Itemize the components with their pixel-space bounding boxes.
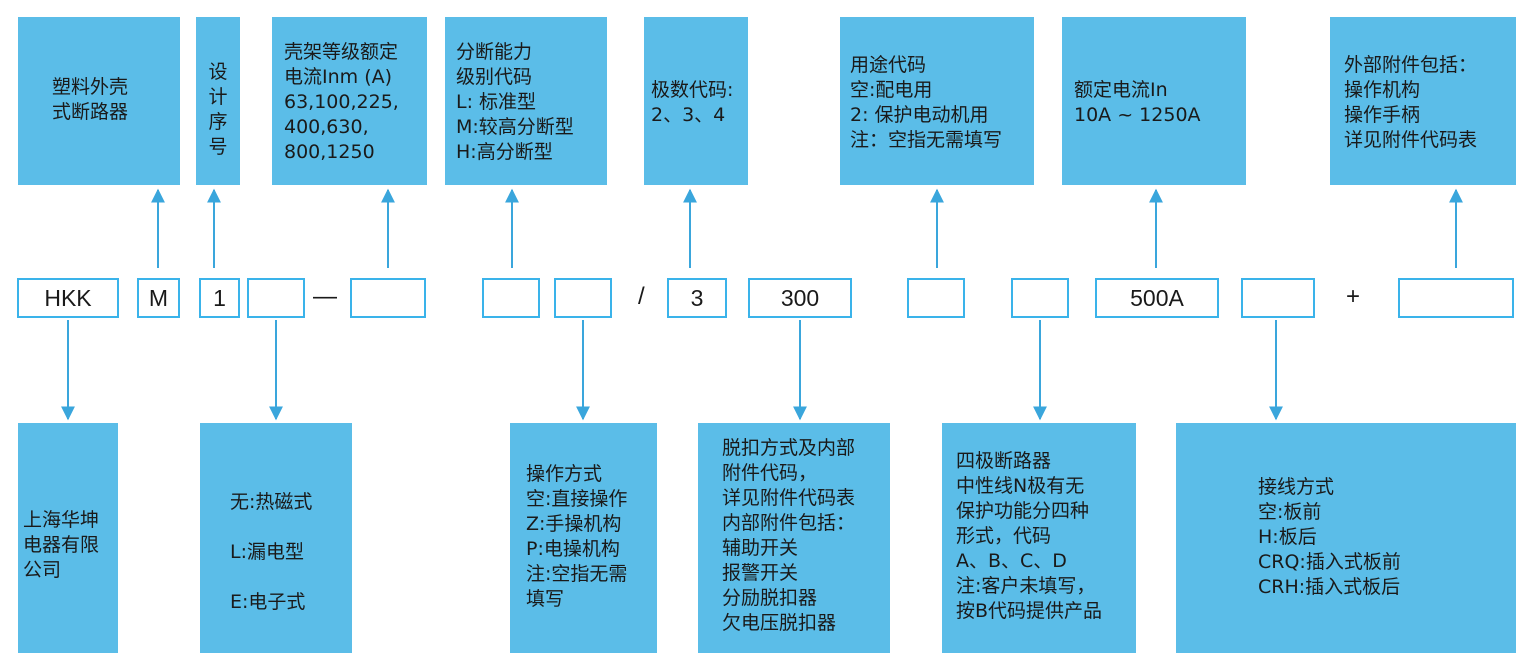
code-blank-3 <box>482 278 540 318</box>
trip-accessories-box <box>698 423 890 653</box>
rated-current-box <box>1062 17 1246 185</box>
code-blank-2 <box>350 278 426 318</box>
shell-type-text: 塑料外壳 式断路器 <box>52 76 129 123</box>
code-blank-8 <box>1398 278 1514 318</box>
usage-box <box>840 17 1034 185</box>
code-slash: / <box>638 283 645 310</box>
external-text: 外部附件包括： 操作机构 操作手柄 详见附件代码表 <box>1344 54 1478 151</box>
code-m: M <box>137 278 180 318</box>
code-blank-7 <box>1241 278 1315 318</box>
four-pole-box <box>942 423 1136 653</box>
leak-box <box>200 423 352 653</box>
frame-rating-text: 壳架等级额定 电流Inm (A) 63,100,225, 400,630, 80… <box>284 41 399 163</box>
design-no-text: 设计序号 <box>208 61 228 158</box>
code-blank-1 <box>247 278 305 318</box>
external-box <box>1330 17 1516 185</box>
poles-text: 极数代码: 2、3、4 <box>651 79 734 126</box>
code-dash: — <box>313 283 337 310</box>
four-pole-text: 四极断路器 中性线N极有无 保护功能分四种 形式，代码 A、B、C、D 注:客户… <box>956 450 1103 622</box>
operation-text: 操作方式 空:直接操作 Z:手操机构 P:电操机构 注:空指无需 填写 <box>526 463 628 610</box>
code-plus: + <box>1346 283 1361 310</box>
wiring-box <box>1176 423 1516 653</box>
code-design-no: 1 <box>199 278 240 318</box>
trip-accessories-text: 脱扣方式及内部 附件代码， 详见附件代码表 内部附件包括： 辅助开关 报警开关 … <box>722 437 856 634</box>
shell-type-box <box>18 17 180 185</box>
operation-box <box>510 423 657 653</box>
design-no-box <box>196 17 240 185</box>
code-trip: 300 <box>748 278 852 318</box>
code-poles: 3 <box>667 278 727 318</box>
wiring-text: 接线方式 空:板前 H:板后 CRQ:插入式板前 CRH:插入式板后 <box>1258 476 1401 598</box>
frame-rating-box <box>272 17 427 185</box>
code-current: 500A <box>1095 278 1219 318</box>
breaking-box <box>445 17 607 185</box>
leak-text: 无:热磁式 L:漏电型 E:电子式 <box>230 491 313 613</box>
code-blank-5 <box>907 278 965 318</box>
manufacturer-box <box>18 423 118 653</box>
code-blank-6 <box>1011 278 1069 318</box>
code-brand: HKK <box>17 278 119 318</box>
code-blank-4 <box>554 278 612 318</box>
manufacturer-text: 上海华坤 电器有限 公司 <box>23 509 100 581</box>
poles-box <box>644 17 748 185</box>
breaking-text: 分断能力 级别代码 L: 标准型 M:较高分断型 H:高分断型 <box>456 41 574 163</box>
usage-text: 用途代码 空:配电用 2: 保护电动机用 注：空指无需填写 <box>850 54 1003 151</box>
rated-current-text: 额定电流In 10A ~ 1250A <box>1074 79 1201 126</box>
